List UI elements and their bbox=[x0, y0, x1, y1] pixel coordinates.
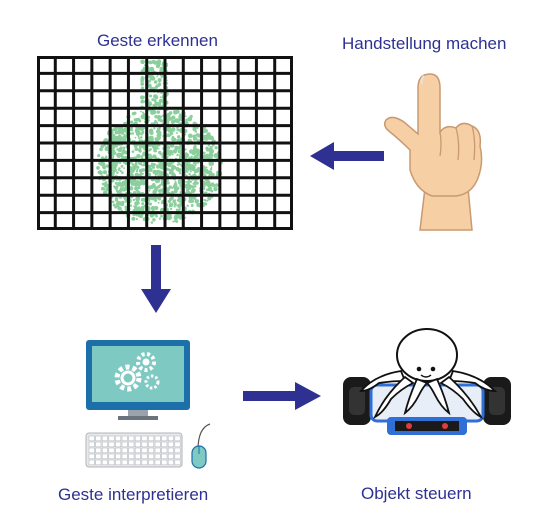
robot-car-icon bbox=[335, 325, 520, 445]
label-make-hand-pose: Handstellung machen bbox=[342, 34, 507, 53]
gears-icon bbox=[114, 352, 160, 392]
arrow-left-icon bbox=[310, 142, 384, 170]
label-control-object: Objekt steuern bbox=[361, 484, 472, 503]
gesture-grid-icon bbox=[37, 56, 293, 230]
pointing-hand-icon bbox=[380, 70, 495, 232]
label-recognize-gesture: Geste erkennen bbox=[97, 31, 218, 50]
arrow-right-icon bbox=[243, 382, 321, 410]
mouse-icon bbox=[191, 423, 211, 469]
arrow-down-icon bbox=[141, 245, 171, 313]
label-interpret-gesture: Geste interpretieren bbox=[58, 485, 209, 504]
keyboard-icon bbox=[85, 432, 183, 468]
computer-icon bbox=[80, 338, 220, 470]
